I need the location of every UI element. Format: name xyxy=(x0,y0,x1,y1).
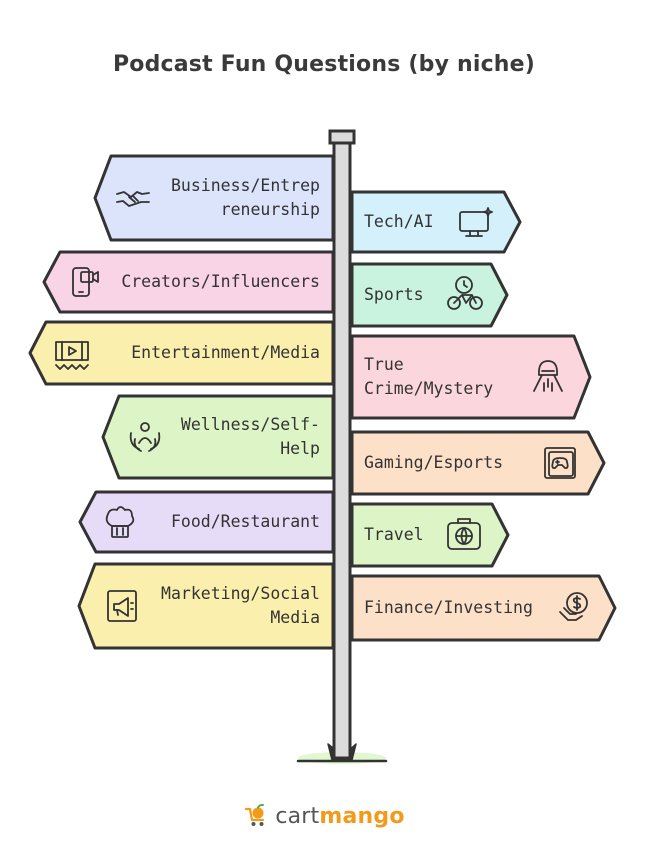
right-sign-shape-1 xyxy=(350,262,509,328)
money-hand-icon xyxy=(559,592,588,621)
right-sign-1 xyxy=(350,262,509,328)
phone-video-icon xyxy=(72,267,99,297)
right-sign-4 xyxy=(350,502,510,568)
sign-label-left-2: Entertainment/Media xyxy=(131,343,320,362)
sign-label-left-1: Creators/Influencers xyxy=(121,272,320,291)
gamepad-icon xyxy=(544,447,576,479)
handshake-icon xyxy=(116,191,150,207)
hooded-figure-icon xyxy=(533,360,563,392)
left-sign-shape-1 xyxy=(42,250,335,314)
meditation-icon xyxy=(129,422,161,452)
sign-label-right-0: Tech/AI xyxy=(364,212,434,231)
sign-label-right-5: Finance/Investing xyxy=(364,598,533,617)
left-sign-shape-4 xyxy=(78,490,335,554)
signpost-pole xyxy=(328,129,356,760)
page-title: Podcast Fun Questions (by niche) xyxy=(112,52,536,77)
left-sign-shape-0 xyxy=(93,154,335,242)
sign-label-right-4: Travel xyxy=(364,525,424,544)
suitcase-globe-icon xyxy=(447,518,481,550)
logo-text-mango: mango xyxy=(319,803,405,829)
left-sign-2 xyxy=(28,320,335,386)
left-sign-1 xyxy=(42,250,335,314)
left-signs xyxy=(28,154,335,650)
chef-hat-icon xyxy=(105,506,135,538)
right-sign-0 xyxy=(350,190,522,254)
left-sign-0 xyxy=(93,154,335,242)
left-sign-4 xyxy=(78,490,335,554)
logo-text-cart: cart xyxy=(275,803,320,829)
right-sign-3 xyxy=(350,430,606,496)
sign-label-right-2: True Crime/Mystery xyxy=(364,355,494,398)
sign-label-right-1: Sports xyxy=(364,285,424,304)
monitor-sparkle-icon xyxy=(459,207,493,237)
right-sign-shape-5 xyxy=(350,574,617,642)
right-sign-2 xyxy=(350,334,592,420)
megaphone-icon xyxy=(107,590,137,622)
sign-label-right-3: Gaming/Esports xyxy=(364,453,504,472)
right-sign-shape-3 xyxy=(350,430,606,496)
bike-clock-icon xyxy=(447,276,483,310)
left-sign-shape-3 xyxy=(101,394,335,480)
right-signs xyxy=(350,190,617,642)
pole-cap xyxy=(328,129,356,145)
right-sign-shape-0 xyxy=(350,190,522,254)
sign-label-left-3: Wellness/Self-Help xyxy=(180,415,320,458)
sign-label-left-4: Food/Restaurant xyxy=(170,512,320,531)
film-reel-icon xyxy=(55,341,89,370)
right-sign-5 xyxy=(350,574,617,642)
left-sign-shape-5 xyxy=(77,562,335,650)
left-sign-3 xyxy=(101,394,335,480)
sign-label-left-0: Business/Entrep reneurship xyxy=(170,176,320,219)
sign-label-left-5: Marketing/Social Media xyxy=(161,584,320,627)
mango-cart-icon xyxy=(245,803,265,826)
left-sign-shape-2 xyxy=(28,320,335,386)
pole-shaft xyxy=(332,138,352,760)
left-sign-5 xyxy=(77,562,335,650)
right-sign-shape-2 xyxy=(350,334,592,420)
brand-logo: cartmango xyxy=(0,803,648,829)
